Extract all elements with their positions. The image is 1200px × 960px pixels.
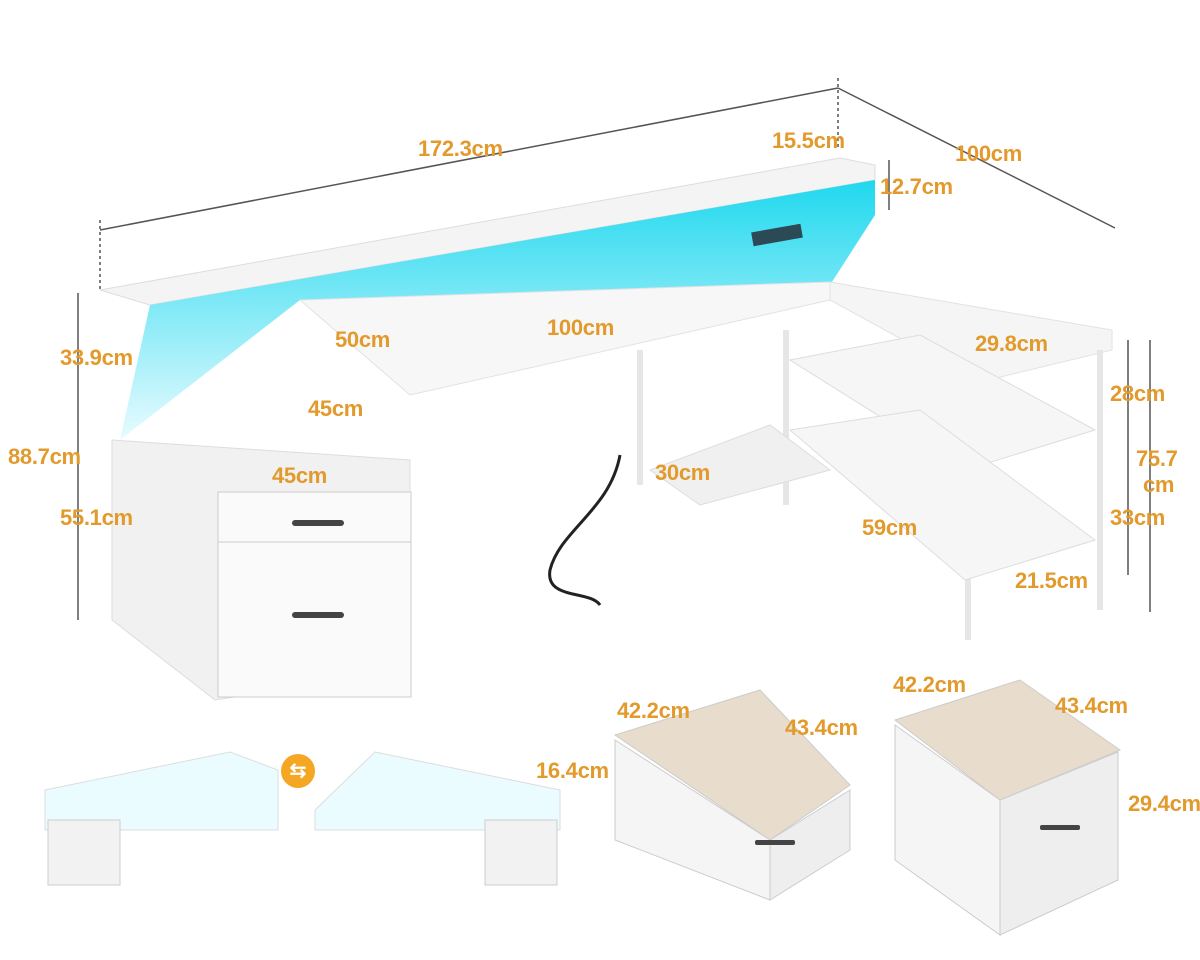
hutch-height-label: 12.7cm <box>880 174 953 199</box>
cabinet-top-width-label: 45cm <box>272 463 328 488</box>
shelf-gap-upper-label: 28cm <box>1110 381 1166 406</box>
large-drawer-height-label: 29.4cm <box>1128 791 1200 816</box>
side-top-depth-label: 29.8cm <box>975 331 1048 356</box>
small-drawer-height-label: 16.4cm <box>536 758 609 783</box>
large-drawer-depth-label: 43.4cm <box>1055 693 1128 718</box>
small-drawer-width-label: 42.2cm <box>617 698 690 723</box>
monitor-shelf-height-label: 33.9cm <box>60 345 133 370</box>
overall-length-label: 172.3cm <box>418 136 503 161</box>
side-shelf-length-label: 59cm <box>862 515 918 540</box>
side-height-unit-label: cm <box>1143 472 1175 497</box>
small-drawer-depth-label: 43.4cm <box>785 715 858 740</box>
floor-shelf-depth-label: 30cm <box>655 460 711 485</box>
bottom-clearance-label: 21.5cm <box>1015 568 1088 593</box>
desktop-width-label: 100cm <box>547 315 615 340</box>
cabinet-height-label: 55.1cm <box>60 505 133 530</box>
side-height-value-label: 75.7 <box>1136 446 1178 471</box>
shelf-gap-lower-label: 33cm <box>1110 505 1166 530</box>
overall-height-label: 88.7cm <box>8 444 81 469</box>
cabinet-top-depth-label: 45cm <box>308 396 364 421</box>
swap-arrows-icon: ⇆ <box>281 754 315 788</box>
large-drawer-width-label: 42.2cm <box>893 672 966 697</box>
overall-depth-label: 100cm <box>955 141 1023 166</box>
desktop-depth-label: 50cm <box>335 327 391 352</box>
hutch-depth-label: 15.5cm <box>772 128 845 153</box>
